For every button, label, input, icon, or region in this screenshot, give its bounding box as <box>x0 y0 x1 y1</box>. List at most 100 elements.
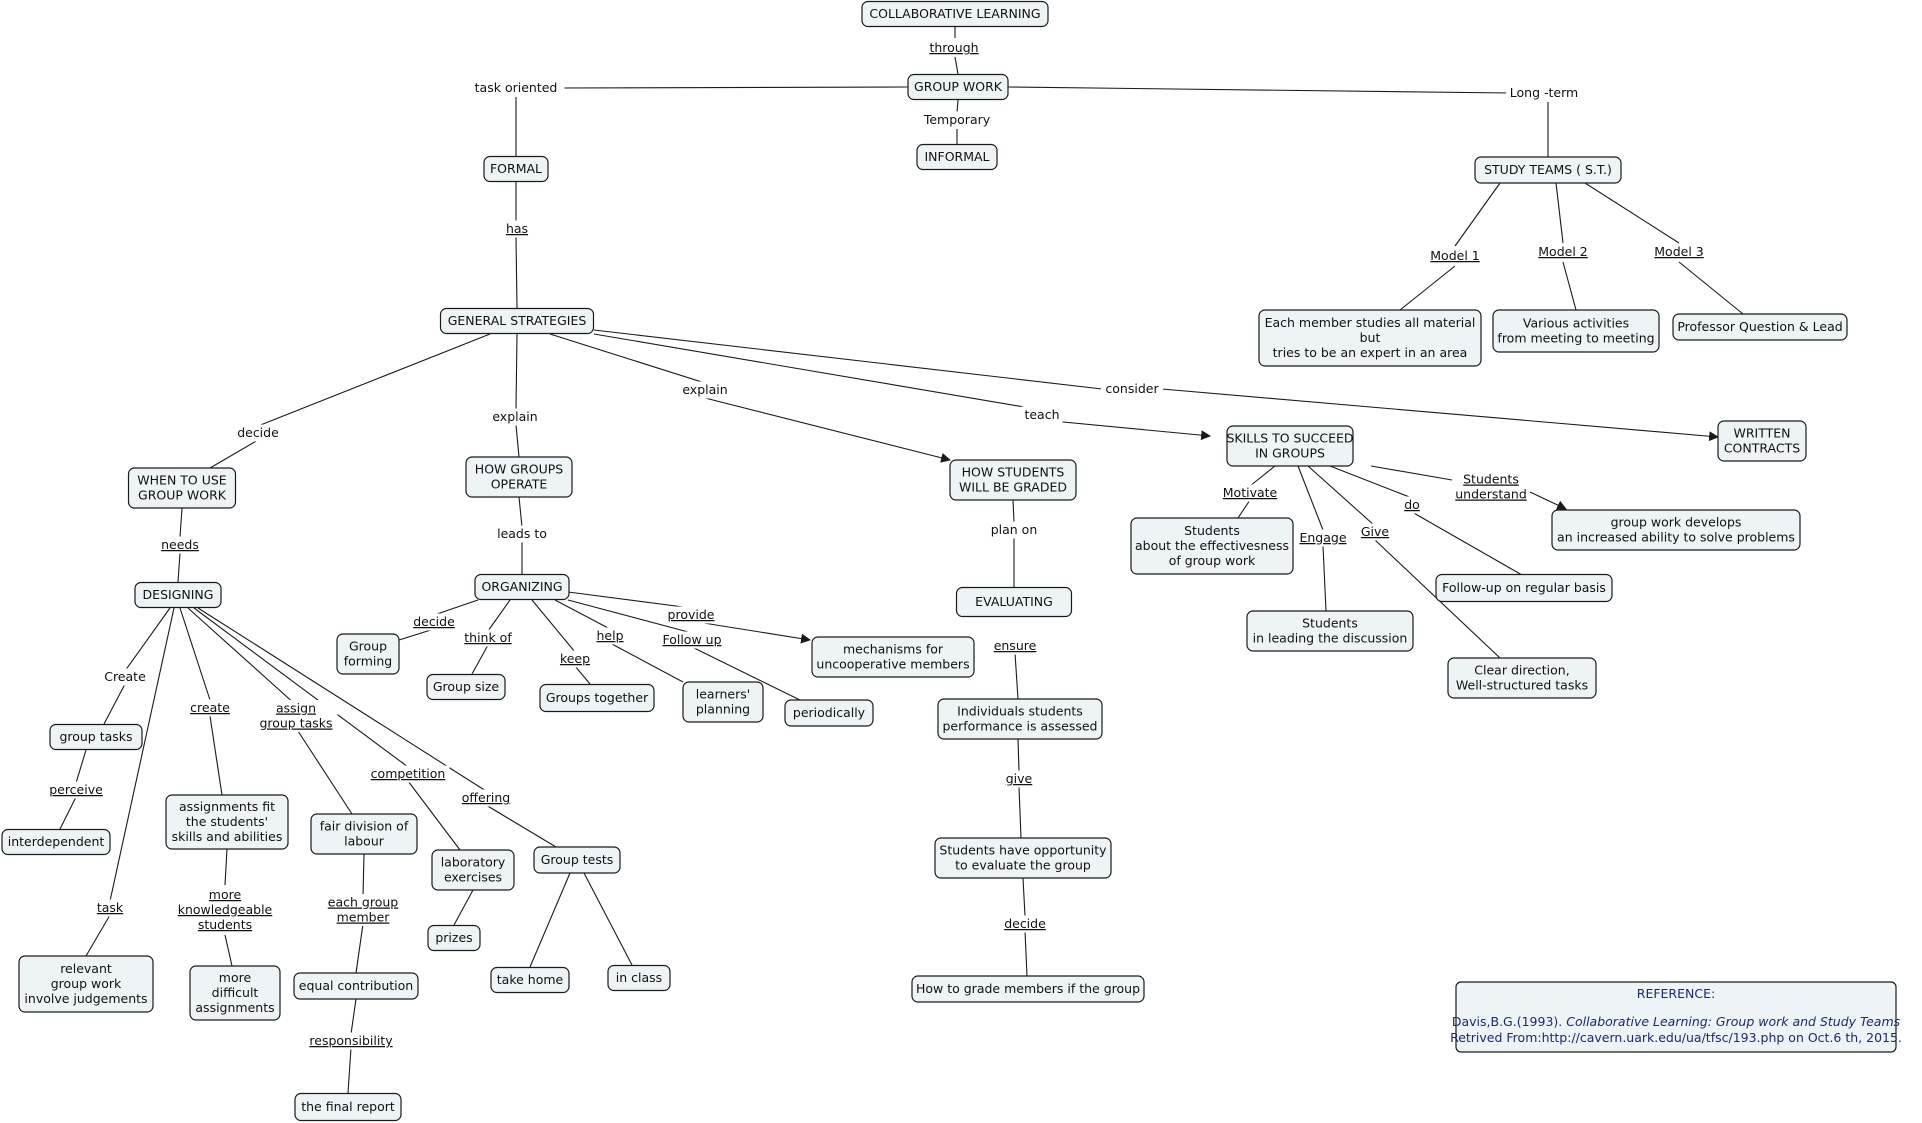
concept-box <box>533 846 621 874</box>
link-label-background <box>366 765 450 783</box>
reference-box-frame <box>1455 981 1897 1053</box>
concept-formal: FORMAL <box>483 155 549 183</box>
link-label-text: Model 1 <box>1430 248 1479 263</box>
concept-box <box>1130 517 1294 575</box>
connector-line <box>567 599 693 634</box>
concept-box <box>294 1092 402 1122</box>
link-label-text: Follow up <box>662 632 721 647</box>
connector-line <box>549 333 706 384</box>
link-label-text: create <box>190 700 230 715</box>
connector-line <box>1562 261 1577 311</box>
link-label-responsibility: responsibility <box>299 1032 403 1050</box>
link-label-text: teach <box>1024 407 1059 422</box>
link-label-text: leads to <box>497 526 547 541</box>
concept-text: exercises <box>444 870 502 885</box>
connector-line <box>690 620 811 644</box>
concept-howtograde: How to grade members if the group <box>911 975 1145 1003</box>
concept-text: mechanisms for <box>843 642 944 657</box>
concept-studyteams: STUDY TEAMS ( S.T.) <box>1474 156 1622 184</box>
concept-text: INFORMAL <box>924 149 989 164</box>
connector-line <box>433 599 479 616</box>
link-label-taskoriented: task oriented <box>467 79 565 97</box>
concept-informal: INFORMAL <box>916 143 998 171</box>
connector-line <box>209 715 223 796</box>
connector-line <box>1529 491 1567 510</box>
concept-evaluating: EVALUATING <box>955 586 1073 618</box>
link-label-give1: give <box>1002 770 1036 788</box>
connector-line <box>193 607 409 768</box>
link-label-text: think of <box>464 630 512 645</box>
concept-text: tries to be an expert in an area <box>1273 345 1468 360</box>
connector-line <box>1584 182 1680 244</box>
link-label-background <box>325 894 401 926</box>
concept-collab: COLLABORATIVE LEARNING <box>861 0 1049 28</box>
concept-text: but <box>1360 330 1381 345</box>
link-label-text: more <box>209 887 242 902</box>
concept-box <box>1551 509 1801 551</box>
connector-line <box>257 333 491 427</box>
concept-box <box>937 698 1103 740</box>
concept-text: Well-structured tasks <box>1456 678 1588 693</box>
concept-text: more <box>219 970 252 985</box>
link-label-temporary: Temporary <box>922 111 992 129</box>
link-label-background <box>1299 529 1347 547</box>
concept-box <box>916 143 998 171</box>
link-label-text: Students <box>1463 472 1519 487</box>
concept-box <box>1492 309 1660 353</box>
link-label-text: responsibility <box>309 1033 393 1048</box>
concept-prizes: prizes <box>427 924 481 952</box>
link-label-background <box>663 606 719 624</box>
concept-followup: Follow-up on regular basis <box>1435 573 1613 603</box>
link-label-text: consider <box>1105 381 1159 396</box>
link-label-text: member <box>337 910 391 925</box>
concept-text: WRITTEN <box>1733 426 1790 441</box>
concept-periodically: periodically <box>784 699 874 727</box>
connector-line <box>224 848 228 886</box>
concept-box <box>955 586 1073 618</box>
connector-line <box>1399 265 1456 311</box>
link-label-teach: teach <box>1021 406 1063 424</box>
link-label-text: task oriented <box>475 80 558 95</box>
connector-line <box>177 552 181 583</box>
link-label-background <box>1535 243 1591 261</box>
connector-line <box>691 646 801 701</box>
concept-text: Group tests <box>541 852 614 867</box>
connector-line <box>1297 465 1324 531</box>
connector-line <box>1024 930 1028 977</box>
concept-interdependent: interdependent <box>1 828 111 856</box>
link-label-text: Engage <box>1299 530 1346 545</box>
connector-line <box>1041 419 1211 441</box>
link-label-background <box>1427 247 1483 265</box>
link-label-explain1: explain <box>487 408 543 426</box>
concept-box <box>310 813 418 855</box>
concept-general: GENERAL STRATEGIES <box>439 307 595 335</box>
link-label-background <box>410 613 458 631</box>
concept-box <box>949 459 1077 501</box>
concept-box <box>861 0 1049 28</box>
connector-line <box>103 683 126 725</box>
link-label-background <box>299 1032 403 1050</box>
connections <box>59 27 1744 1094</box>
concept-text: GROUP WORK <box>914 79 1003 94</box>
link-label-text: perceive <box>49 782 103 797</box>
connector-line <box>362 853 365 898</box>
concept-text: group work <box>51 976 122 991</box>
concept-text: Individuals students <box>957 704 1083 719</box>
concept-learners: learners'planning <box>682 681 764 723</box>
link-label-engage: Engage <box>1299 529 1347 547</box>
connector-line <box>487 599 511 632</box>
link-label-model3: Model 3 <box>1651 243 1707 261</box>
connector-line <box>956 99 959 113</box>
link-label-background <box>1021 406 1063 424</box>
concept-box <box>465 456 573 498</box>
concept-box <box>293 972 419 1000</box>
concept-box <box>439 307 595 335</box>
connector-line <box>1012 499 1015 523</box>
